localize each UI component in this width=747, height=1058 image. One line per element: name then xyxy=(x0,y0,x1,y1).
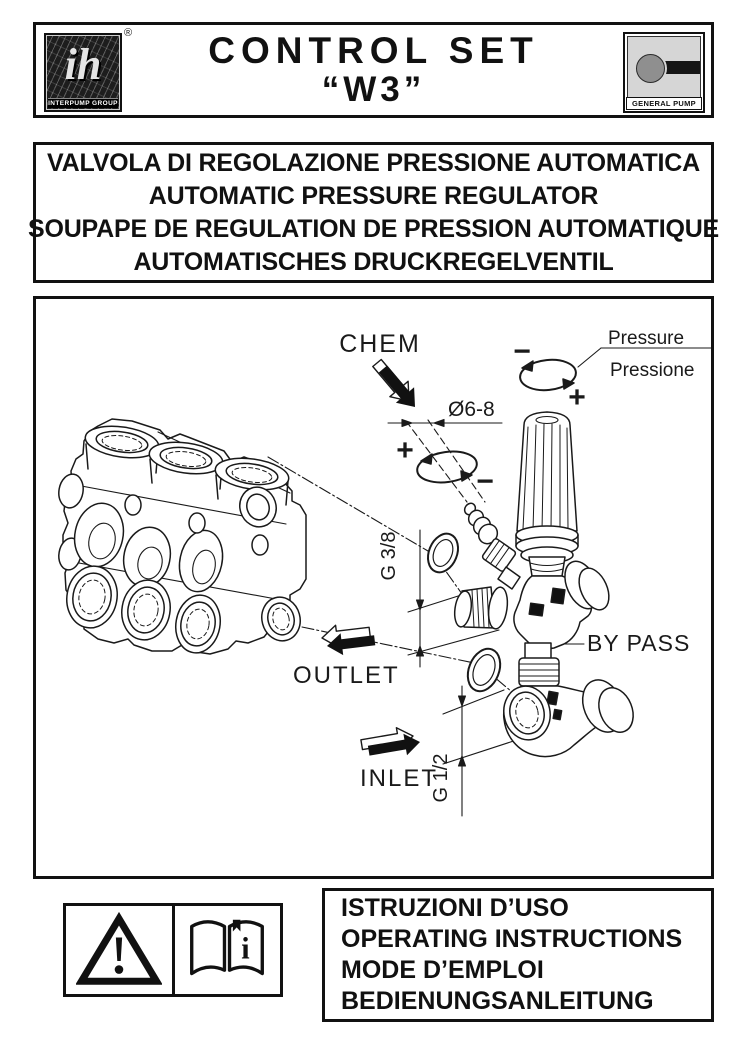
subtitle-english: AUTOMATIC PRESSURE REGULATOR xyxy=(148,181,599,210)
general-pump-logo: GENERAL PUMP xyxy=(623,32,705,113)
pressure-label-en: Pressure xyxy=(608,328,684,349)
bypass-tube xyxy=(518,642,560,687)
page-title-model: “W3” xyxy=(321,70,426,109)
registered-trademark-symbol: ® xyxy=(124,27,133,39)
outlet-arrow-icon xyxy=(321,624,376,656)
instructions-german: BEDIENUNGSANLEITUNG xyxy=(341,987,654,1015)
general-pump-circle-icon xyxy=(636,54,665,83)
pump-manifold-drawing xyxy=(58,418,307,655)
warning-triangle-icon xyxy=(75,912,162,985)
pressure-plus-sign: + xyxy=(568,381,586,414)
chem-arrow-icon xyxy=(372,358,415,407)
inlet-label: INLET xyxy=(360,765,438,792)
manual-icon-cell: i xyxy=(171,906,281,994)
pressure-rotation-indicator xyxy=(519,358,577,392)
pressure-label-it: Pressione xyxy=(610,360,695,381)
safety-icons-box: i xyxy=(63,903,283,997)
pump-outlet-port xyxy=(261,596,301,642)
instructions-italian: ISTRUZIONI D’USO xyxy=(341,894,569,922)
o-ring-lower xyxy=(466,647,502,693)
general-pump-caption: GENERAL PUMP xyxy=(626,97,702,110)
regulator-valve-drawing xyxy=(453,411,634,758)
inlet-thread-label: G 1/2 xyxy=(430,754,452,803)
subtitle-italian: VALVOLA DI REGOLAZIONE PRESSIONE AUTOMAT… xyxy=(47,148,700,177)
exploded-view-drawing: CHEM Pressure Pressione Ø6-8 G 3/8 BY PA… xyxy=(58,328,711,817)
o-ring-upper xyxy=(427,532,459,574)
centerline-upper xyxy=(267,456,429,552)
interpump-caption: INTERPUMP GROUP xyxy=(48,98,118,108)
diagram-box: CHEM Pressure Pressione Ø6-8 G 3/8 BY PA… xyxy=(33,296,714,879)
valve-outlet-port xyxy=(453,586,509,630)
interpump-logo: ih INTERPUMP GROUP xyxy=(44,33,122,112)
general-pump-bar-icon xyxy=(654,61,700,74)
instructions-french: MODE D’EMPLOI xyxy=(341,956,544,984)
bypass-label: BY PASS xyxy=(587,630,690,656)
hose-diameter-label: Ø6-8 xyxy=(448,398,495,421)
instructions-box: ISTRUZIONI D’USO OPERATING INSTRUCTIONS … xyxy=(322,888,714,1022)
warning-icon-cell xyxy=(66,906,172,994)
outlet-thread-label: G 3/8 xyxy=(378,532,400,581)
chem-minus-sign: − xyxy=(476,465,494,498)
pressure-knob xyxy=(515,411,579,564)
chem-injector xyxy=(463,502,521,590)
subtitle-box: VALVOLA DI REGOLAZIONE PRESSIONE AUTOMAT… xyxy=(28,142,719,283)
header-box: ih INTERPUMP GROUP ® CONTROL SET “W3” GE… xyxy=(33,22,714,118)
instructions-english: OPERATING INSTRUCTIONS xyxy=(341,925,683,953)
chem-hose-line xyxy=(405,420,468,503)
valve-inlet-port xyxy=(503,685,551,741)
outlet-label: OUTLET xyxy=(293,662,400,689)
chem-label: CHEM xyxy=(339,330,421,358)
subtitle-german: AUTOMATISCHES DRUCKREGELVENTIL xyxy=(133,247,614,276)
header-titles: CONTROL SET “W3” xyxy=(156,25,591,115)
pressure-minus-sign: − xyxy=(513,335,531,368)
inlet-arrow-icon xyxy=(360,727,420,756)
svg-text:i: i xyxy=(242,931,250,965)
instruction-book-icon: i xyxy=(190,919,265,976)
chem-plus-sign: + xyxy=(396,434,414,467)
subtitle-french: SOUPAPE DE REGULATION DE PRESSION AUTOMA… xyxy=(27,214,720,243)
interpump-monogram: ih xyxy=(64,40,102,89)
chem-rotation-indicator xyxy=(416,450,478,484)
page-title: CONTROL SET xyxy=(208,30,539,71)
general-pump-glyph xyxy=(627,36,701,98)
